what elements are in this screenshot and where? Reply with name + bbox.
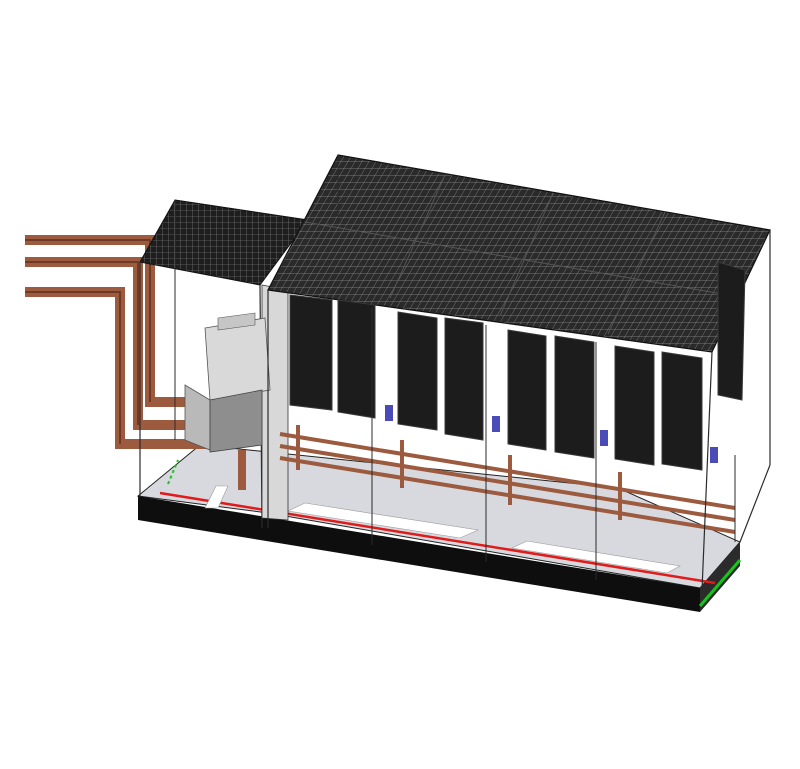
green-axis-line — [167, 459, 179, 485]
server-racks — [289, 261, 746, 471]
red-axis-line — [159, 491, 716, 585]
floor-slab — [136, 444, 742, 612]
rack-accents — [385, 405, 718, 463]
copper-pipes — [25, 235, 210, 449]
cdu-unit — [184, 312, 271, 490]
enclosure-frame — [267, 155, 771, 591]
copper-manifolds — [279, 425, 736, 534]
